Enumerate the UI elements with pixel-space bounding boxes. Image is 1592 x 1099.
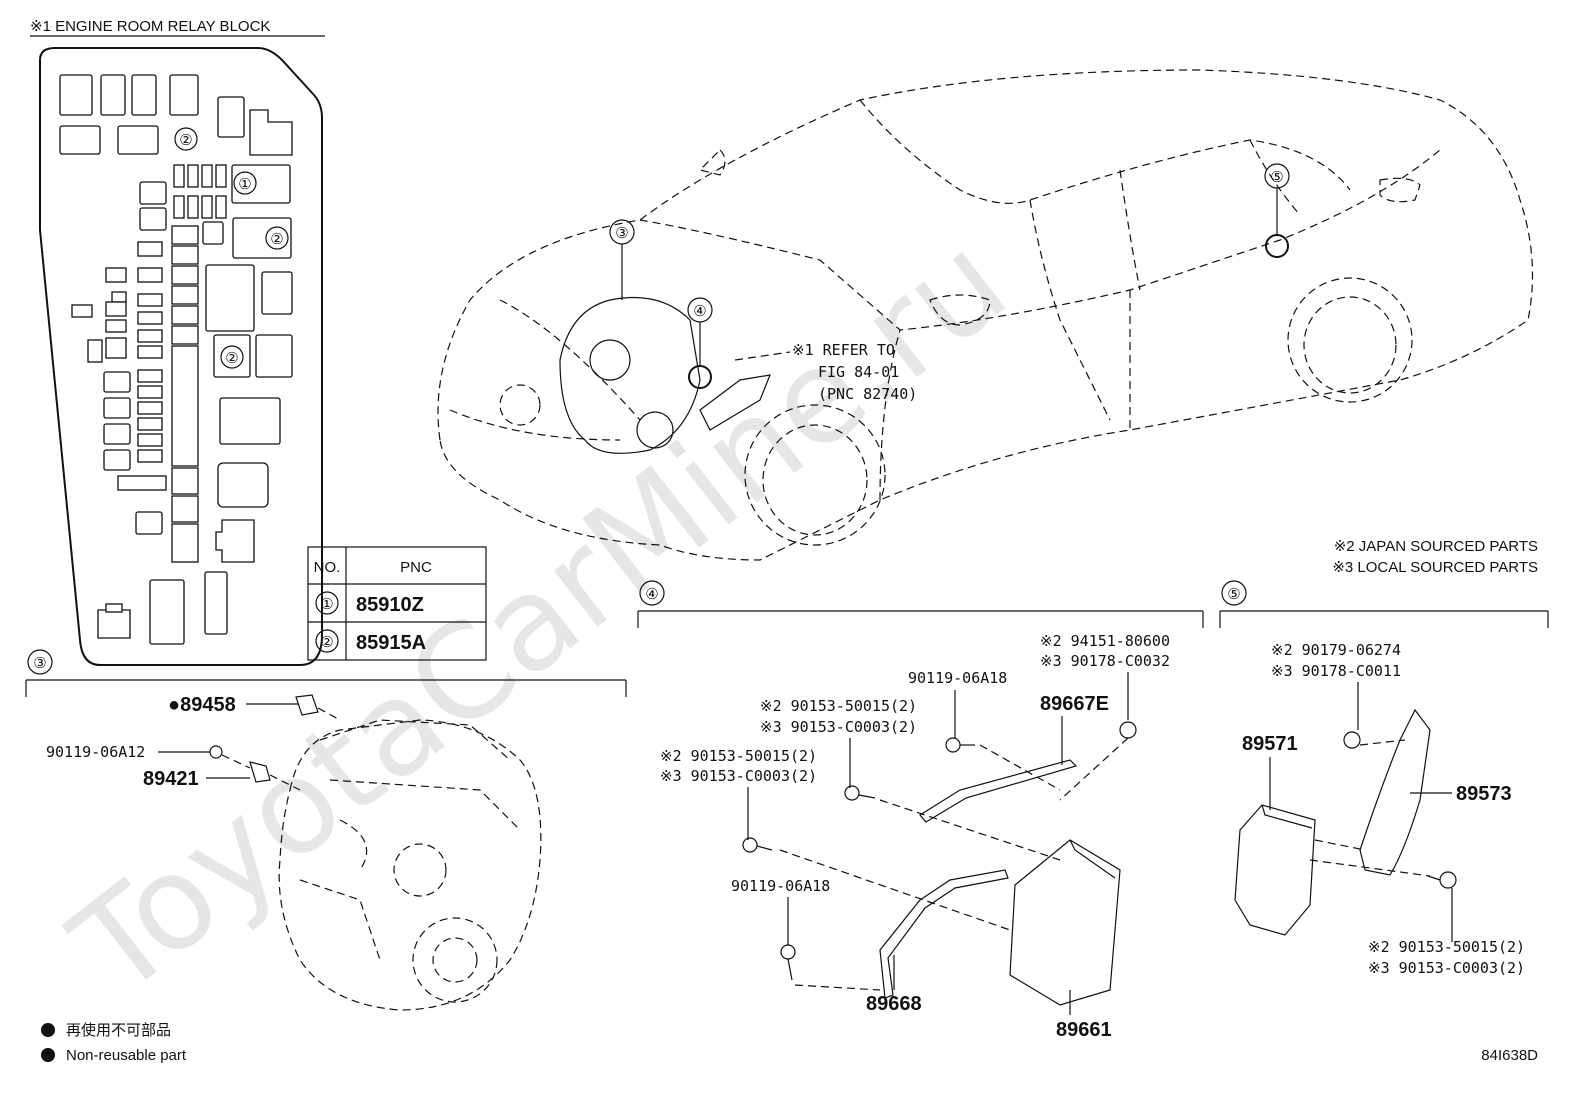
- label-89458: ●89458: [168, 694, 236, 716]
- label-90153-50015-c: ※2 90153-50015(2): [1368, 938, 1525, 956]
- label-90178-C0011: ※3 90178-C0011: [1271, 662, 1401, 680]
- callout-4-car: ④: [693, 303, 706, 320]
- label-90119-06A18-bottom: 90119-06A18: [731, 877, 830, 895]
- table-row-1-no: ①: [320, 596, 333, 613]
- label-89421: 89421: [143, 768, 199, 790]
- callout-5-section: ⑤: [1227, 586, 1240, 603]
- car-outline: [437, 69, 1534, 561]
- label-90153-C0003-b: ※3 90153-C0003(2): [660, 767, 817, 785]
- callout-2-c: ②: [225, 350, 238, 367]
- relay-block-title: ※1 ENGINE ROOM RELAY BLOCK: [30, 18, 270, 35]
- label-90179-06274: ※2 90179-06274: [1271, 641, 1401, 659]
- table-header-pnc: PNC: [400, 559, 432, 576]
- callout-2-b: ②: [270, 231, 283, 248]
- label-90153-C0003-a: ※3 90153-C0003(2): [760, 718, 917, 736]
- label-89571: 89571: [1242, 733, 1298, 755]
- legend-en: Non-reusable part: [66, 1047, 187, 1064]
- label-90153-C0003-c: ※3 90153-C0003(2): [1368, 959, 1525, 977]
- label-89573: 89573: [1456, 783, 1512, 805]
- legend-jp: 再使用不可部品: [66, 1022, 171, 1039]
- callout-3-section: ③: [33, 655, 46, 672]
- table-row-1-pnc: 85910Z: [356, 594, 424, 616]
- car-callouts: ③ ④ ⑤: [609, 163, 1290, 389]
- label-90119-06A18-top: 90119-06A18: [908, 669, 1007, 687]
- callout-2-a: ②: [179, 132, 192, 149]
- table-row-2-pnc: 85915A: [356, 632, 426, 654]
- callout-5-car: ⑤: [1270, 169, 1283, 186]
- label-89667E: 89667E: [1040, 693, 1109, 715]
- refer-line-3: (PNC 82740): [818, 385, 917, 403]
- label-94151-80600: ※2 94151-80600: [1040, 632, 1170, 650]
- refer-line-2: FIG 84-01: [818, 363, 899, 381]
- note-local: ※3 LOCAL SOURCED PARTS: [1332, 559, 1538, 576]
- section-5: ⑤ ※2 90179-06274 ※3 90178-C0011 89571 89…: [1219, 580, 1549, 977]
- note-japan: ※2 JAPAN SOURCED PARTS: [1334, 538, 1538, 555]
- callout-1-a: ①: [238, 176, 251, 193]
- section-4: ④ ※2 94151-80600 ※3 90178-C0032 90119-06…: [637, 580, 1204, 1041]
- pnc-table: NO. PNC ① 85910Z ② 85915A: [307, 546, 487, 661]
- section-3: ③ ●89458 90119-06A12 89421: [25, 649, 627, 1011]
- refer-line-1: ※1 REFER TO: [792, 341, 895, 359]
- label-89661: 89661: [1056, 1019, 1112, 1041]
- label-90119-06A12: 90119-06A12: [46, 743, 145, 761]
- callout-4-section: ④: [645, 586, 658, 603]
- label-90178-C0032: ※3 90178-C0032: [1040, 652, 1170, 670]
- label-90153-50015-a: ※2 90153-50015(2): [760, 697, 917, 715]
- label-90153-50015-b: ※2 90153-50015(2): [660, 747, 817, 765]
- table-header-no: NO.: [314, 559, 341, 576]
- relay-callouts: ② ① ② ②: [174, 127, 289, 369]
- callout-3-car: ③: [615, 225, 628, 242]
- legend: 再使用不可部品 Non-reusable part: [41, 1022, 187, 1064]
- figure-id: 84I638D: [1481, 1047, 1538, 1064]
- relay-block: [39, 47, 323, 666]
- table-row-2-no: ②: [320, 634, 333, 651]
- label-89668: 89668: [866, 993, 922, 1015]
